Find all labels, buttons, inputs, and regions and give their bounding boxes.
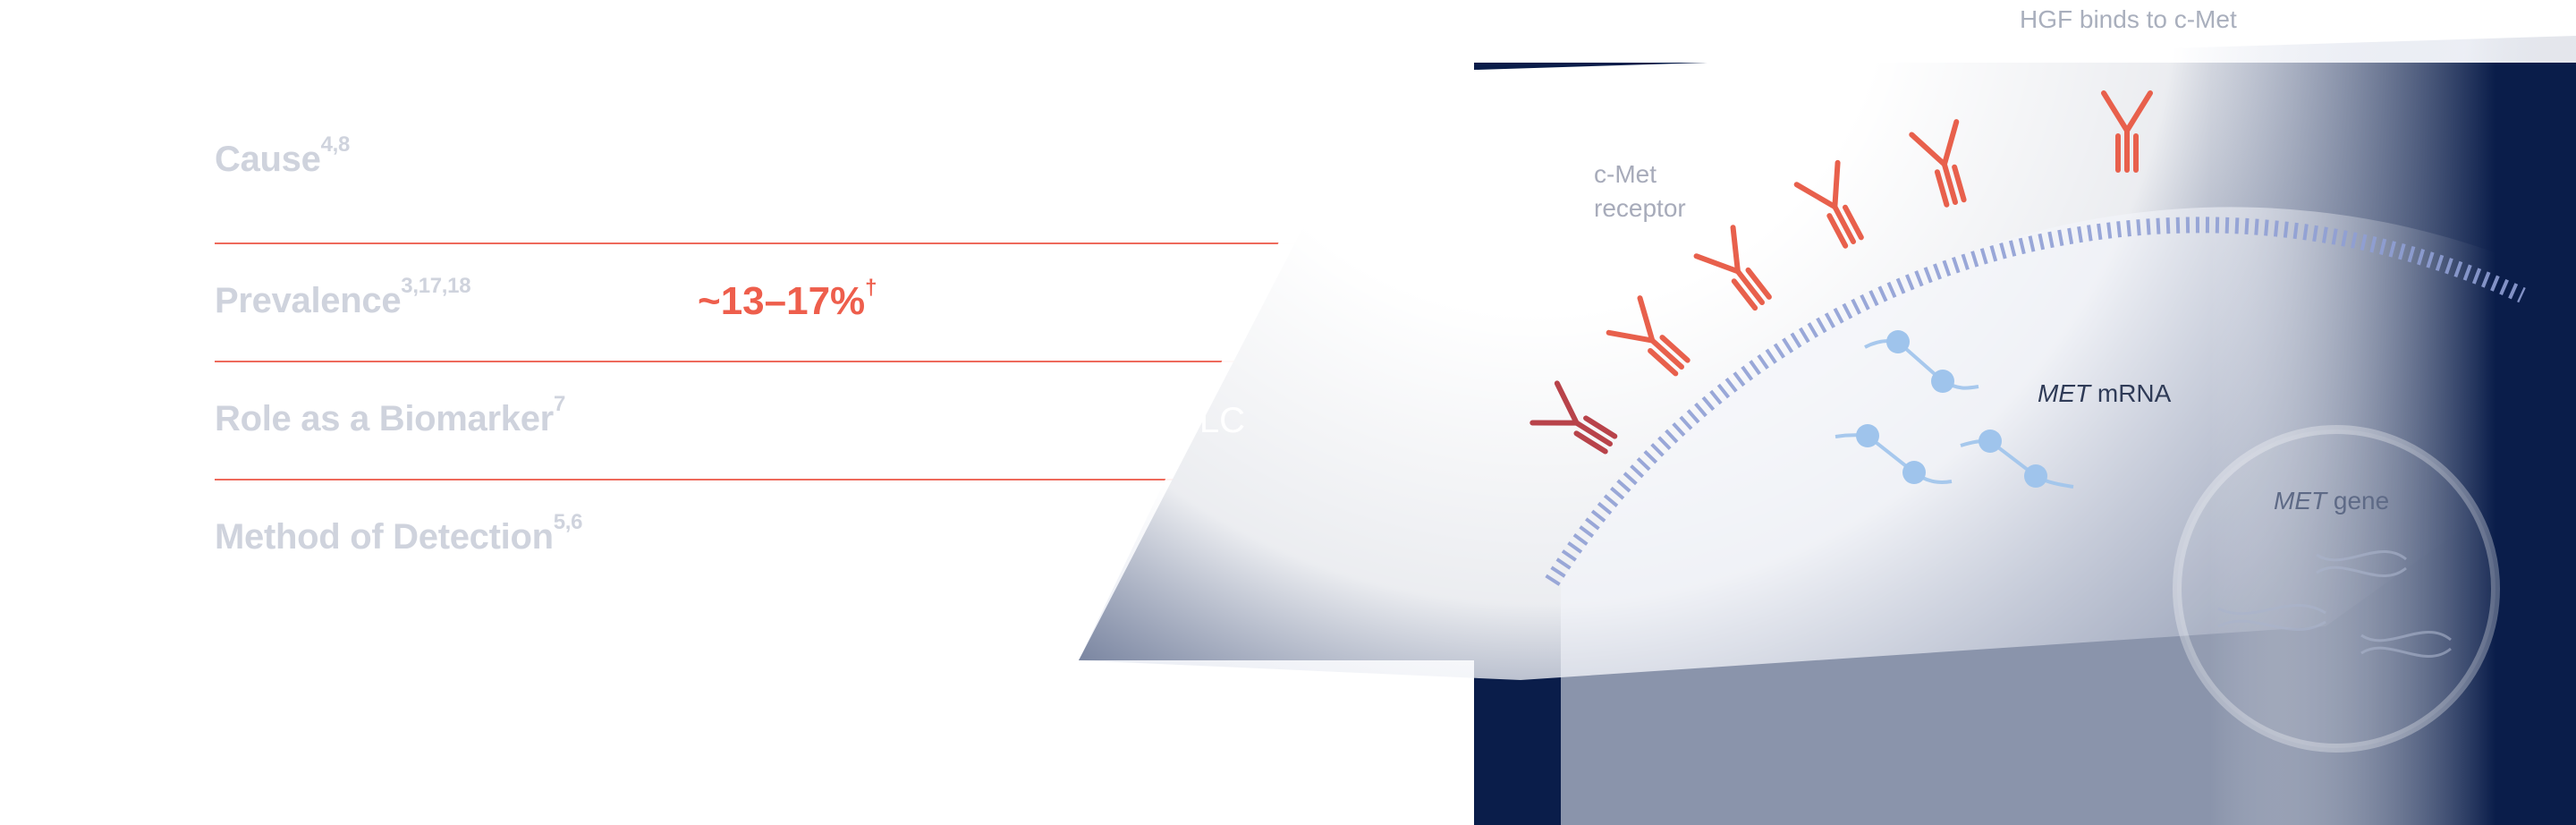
- row-divider: [215, 479, 1395, 481]
- prevalence-value: ~13–17%†: [698, 276, 877, 323]
- receptor-icon: [1793, 159, 1864, 249]
- dna-icon: [2217, 549, 2452, 659]
- receptor-icon: [2101, 90, 2153, 173]
- gene-label: MET gene: [2274, 487, 2390, 515]
- mrna-beads: [1856, 330, 2047, 488]
- row-label-biomarker: Role as a Biomarker7: [215, 392, 565, 438]
- row-divider: [215, 242, 1395, 244]
- receptor-icon: [1530, 380, 1618, 455]
- cell-membrane: [1545, 217, 2526, 586]
- nucleus: [2173, 425, 2500, 753]
- hgf-caption: HGF binds to c-Met: [2020, 5, 2237, 33]
- mrna-strands: [1835, 338, 2074, 489]
- row-label-prevalence: Prevalence3,17,18: [215, 274, 471, 320]
- receptor-icon: [1606, 295, 1690, 377]
- row-label-detection: Method of Detection5,6: [215, 510, 583, 557]
- row-divider: [215, 361, 1395, 362]
- mrna-label: MET mRNA: [2038, 379, 2172, 407]
- receptor-icon: [1693, 225, 1772, 311]
- row-label-cause: Cause4,8: [215, 132, 351, 179]
- receptor-icon: [1909, 119, 1967, 208]
- right-fade: [2209, 63, 2576, 825]
- receptor-group: [1530, 90, 2153, 455]
